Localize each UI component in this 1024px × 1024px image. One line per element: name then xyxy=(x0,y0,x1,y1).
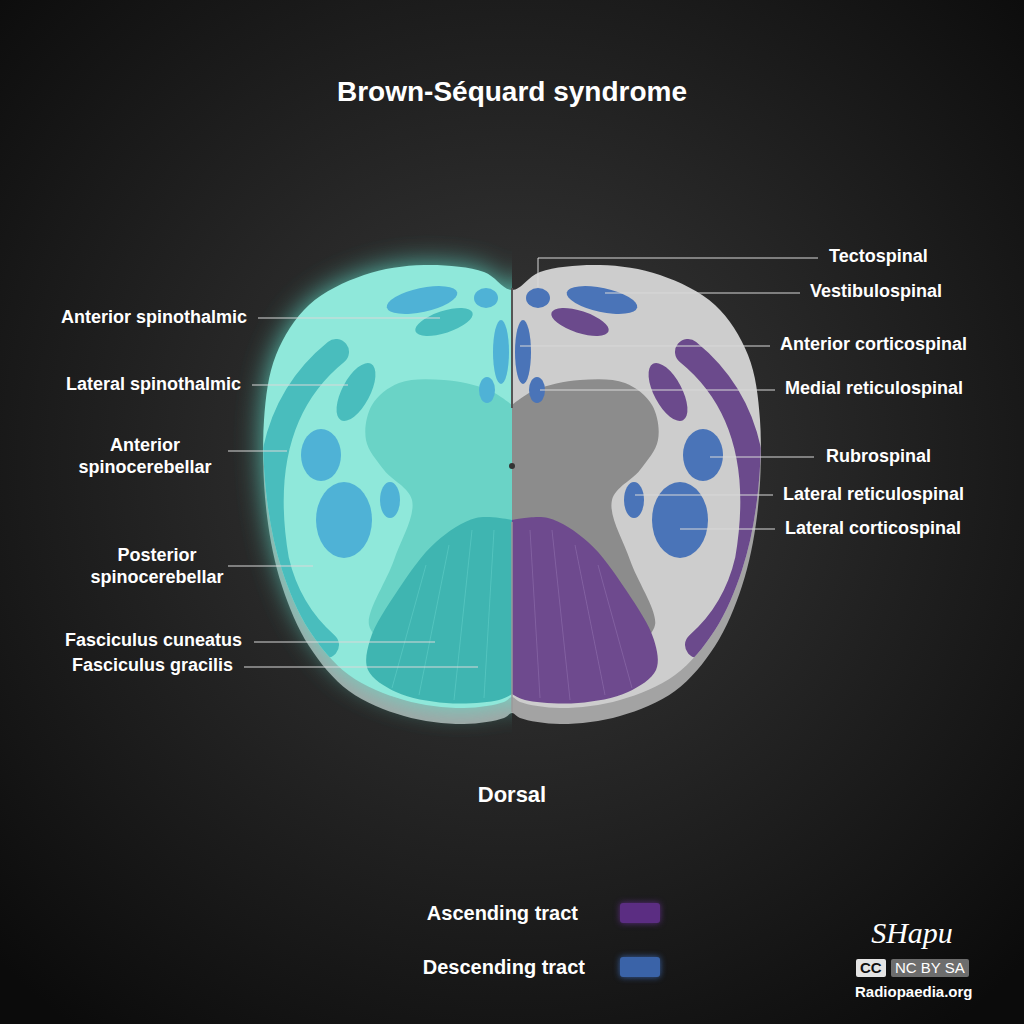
leader-line xyxy=(228,451,287,452)
fibre-line xyxy=(552,530,570,700)
descending-tract xyxy=(683,429,723,481)
orientation-label: Dorsal xyxy=(478,782,546,808)
leader-line xyxy=(635,495,773,496)
tract-label: Lateral spinothalmic xyxy=(66,374,241,396)
legend-text: Ascending tract xyxy=(427,901,578,925)
right-half xyxy=(512,281,753,704)
ascending-tract xyxy=(641,357,696,427)
license-badge: NC BY SA xyxy=(891,959,969,977)
descending-tract xyxy=(301,429,341,481)
descending-tract xyxy=(384,281,459,319)
tract-label: Posterior spinocerebellar xyxy=(72,545,242,588)
dorsal-column xyxy=(366,517,512,703)
leader-line xyxy=(538,258,818,287)
tract-label: Fasciculus cuneatus xyxy=(65,630,242,652)
anterior-fissure xyxy=(511,288,513,408)
tract-label: Anterior spinothalmic xyxy=(61,307,247,329)
ascending-tract xyxy=(329,357,384,427)
descending-tract xyxy=(624,482,644,518)
descending-tract xyxy=(380,482,400,518)
tract-label: Anterior spinocerebellar xyxy=(60,435,230,478)
leader-line xyxy=(520,346,770,347)
tract-label: Lateral reticulospinal xyxy=(783,484,964,506)
fibre-line xyxy=(454,530,472,700)
descending-tract xyxy=(479,377,495,403)
descending-tract xyxy=(515,320,531,384)
descending-tract xyxy=(526,288,550,308)
descending-tract xyxy=(564,281,639,319)
descending-tract xyxy=(316,482,372,558)
watermark: Radiopaedia.org xyxy=(855,983,973,1001)
posterior-septum xyxy=(511,522,513,712)
leader-line xyxy=(605,293,800,294)
leader-line xyxy=(244,667,478,668)
leader-line xyxy=(252,385,348,386)
white-matter xyxy=(512,265,761,708)
legend-text: Descending tract xyxy=(423,955,585,979)
tract-label: Vestibulospinal xyxy=(810,281,942,303)
fibre-line xyxy=(484,530,494,698)
dorsal-column xyxy=(512,517,658,703)
leader-line xyxy=(680,529,775,530)
signature: SHapu xyxy=(871,915,953,951)
fibre-line xyxy=(575,545,605,695)
descending-tract xyxy=(474,288,498,308)
tract-label: Lateral corticospinal xyxy=(785,518,961,540)
leader-line xyxy=(258,318,440,319)
tract-label: Anterior corticospinal xyxy=(780,334,967,356)
descending-tract xyxy=(652,482,708,558)
legend-swatch xyxy=(620,903,660,923)
title: Brown-Séquard syndrome xyxy=(337,75,687,109)
legend-swatch xyxy=(620,957,660,977)
tract-label: Tectospinal xyxy=(829,246,928,268)
leader-line xyxy=(540,390,775,391)
descending-tract xyxy=(493,320,509,384)
fibre-line xyxy=(530,530,540,698)
fibre-line xyxy=(419,545,449,695)
leader-line xyxy=(228,566,313,567)
left-half xyxy=(271,281,512,704)
central-canal xyxy=(509,463,515,469)
tract-label: Medial reticulospinal xyxy=(785,378,963,400)
tract-label: Rubrospinal xyxy=(826,446,931,468)
fibre-line xyxy=(392,565,426,688)
tract-label: Fasciculus gracilis xyxy=(72,655,233,677)
license-badge: CC xyxy=(856,959,886,977)
leader-line xyxy=(710,457,814,458)
leader-line xyxy=(254,642,435,643)
fibre-line xyxy=(598,565,632,688)
